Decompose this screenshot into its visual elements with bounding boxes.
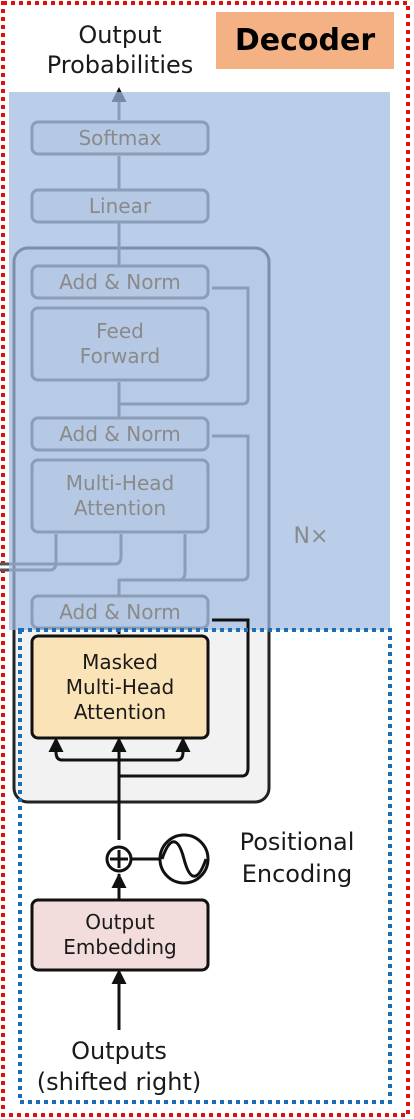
output-embedding-label: Output Embedding bbox=[63, 910, 177, 959]
add-norm-mid-label: Add & Norm bbox=[59, 421, 181, 446]
lower-blocks bbox=[48, 618, 250, 1030]
masked-attention-box bbox=[30, 634, 210, 740]
output-embedding-box bbox=[30, 898, 210, 972]
nx-label: N× bbox=[293, 524, 329, 549]
add-norm-low-label: Add & Norm bbox=[59, 599, 181, 624]
add-norm-top-label: Add & Norm bbox=[59, 269, 181, 294]
decoder-badge: Decoder bbox=[216, 12, 394, 69]
decoder-inner-border bbox=[18, 628, 392, 1104]
linear-label: Linear bbox=[88, 193, 152, 218]
positional-encoding-label: Positional Encoding bbox=[239, 828, 355, 889]
feed-forward-label: Feed Forward bbox=[79, 319, 161, 368]
softmax-label: Softmax bbox=[78, 125, 162, 150]
output-probabilities-label: Output Probabilities bbox=[46, 21, 194, 79]
highlight-overlay bbox=[9, 92, 390, 630]
masked-attention-label: Masked Multi-Head Attention bbox=[65, 649, 175, 724]
outputs-label: Outputs (shifted right) bbox=[36, 1037, 202, 1097]
multi-head-attention-label: Multi-Head Attention bbox=[65, 471, 175, 520]
